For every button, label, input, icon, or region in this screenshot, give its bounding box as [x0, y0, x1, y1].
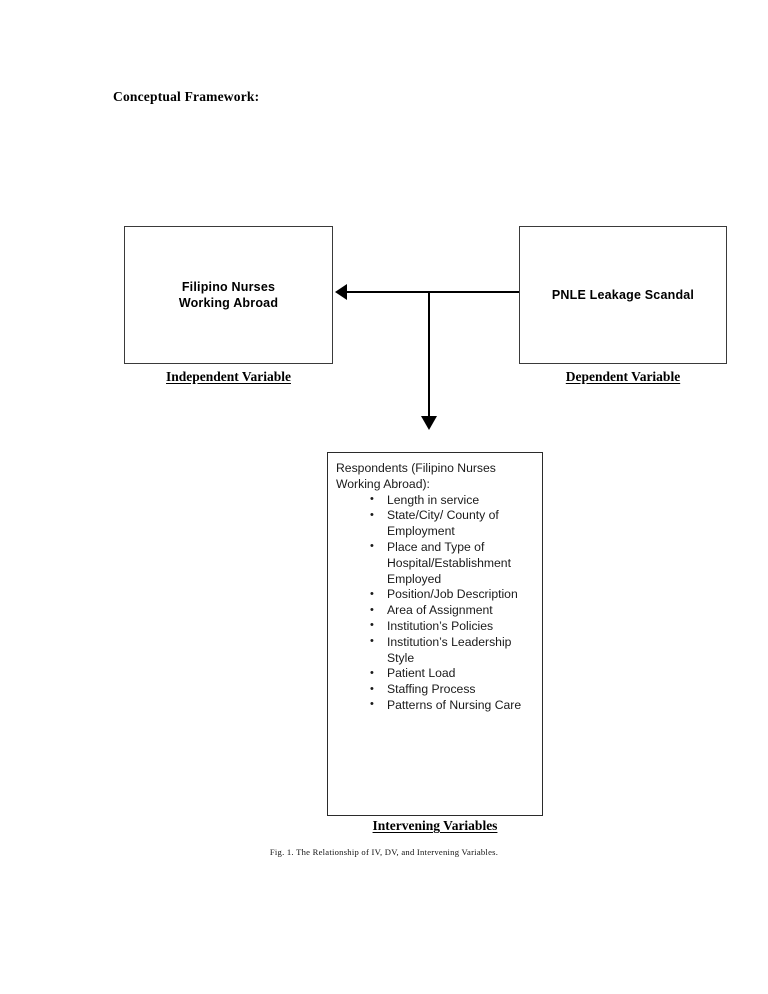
list-item: Length in service — [370, 492, 536, 509]
independent-variable-caption: Independent Variable — [166, 369, 291, 384]
figure-caption: Fig. 1. The Relationship of IV, DV, and … — [269, 847, 499, 857]
list-item: Patterns of Nursing Care — [370, 697, 536, 714]
intervening-respondents-heading: Respondents (Filipino Nurses Working Abr… — [336, 461, 496, 491]
list-item: Position/Job Description — [370, 587, 536, 603]
list-item: Staffing Process — [370, 682, 536, 698]
list-item: Institution’s Policies — [370, 618, 536, 635]
dependent-variable-box: PNLE Leakage Scandal — [519, 226, 727, 364]
dependent-variable-label: PNLE Leakage Scandal — [551, 288, 695, 302]
list-item: State/City/ County of Employment — [370, 508, 536, 540]
independent-variable-label: Filipino Nurses Working Abroad — [178, 280, 279, 310]
independent-variable-box: Filipino Nurses Working Abroad — [124, 226, 333, 364]
dependent-variable-caption: Dependent Variable — [565, 369, 681, 384]
page-title: Conceptual Framework: — [113, 89, 260, 104]
list-item: Patient Load — [370, 666, 536, 682]
list-item: Place and Type of Hospital/Establishment… — [370, 539, 536, 587]
connector-horizontal-line — [345, 291, 519, 293]
connector-vertical-line — [428, 291, 430, 417]
intervening-variables-list: Length in service State/City/ County of … — [336, 492, 536, 714]
arrow-left-icon — [335, 284, 347, 300]
list-item: Area of Assignment — [370, 603, 536, 619]
arrow-down-icon — [421, 416, 437, 430]
intervening-variables-caption: Intervening Variables — [372, 818, 498, 833]
list-item: Institution’s Leadership Style — [370, 634, 536, 667]
intervening-variables-box: Respondents (Filipino Nurses Working Abr… — [327, 452, 543, 816]
